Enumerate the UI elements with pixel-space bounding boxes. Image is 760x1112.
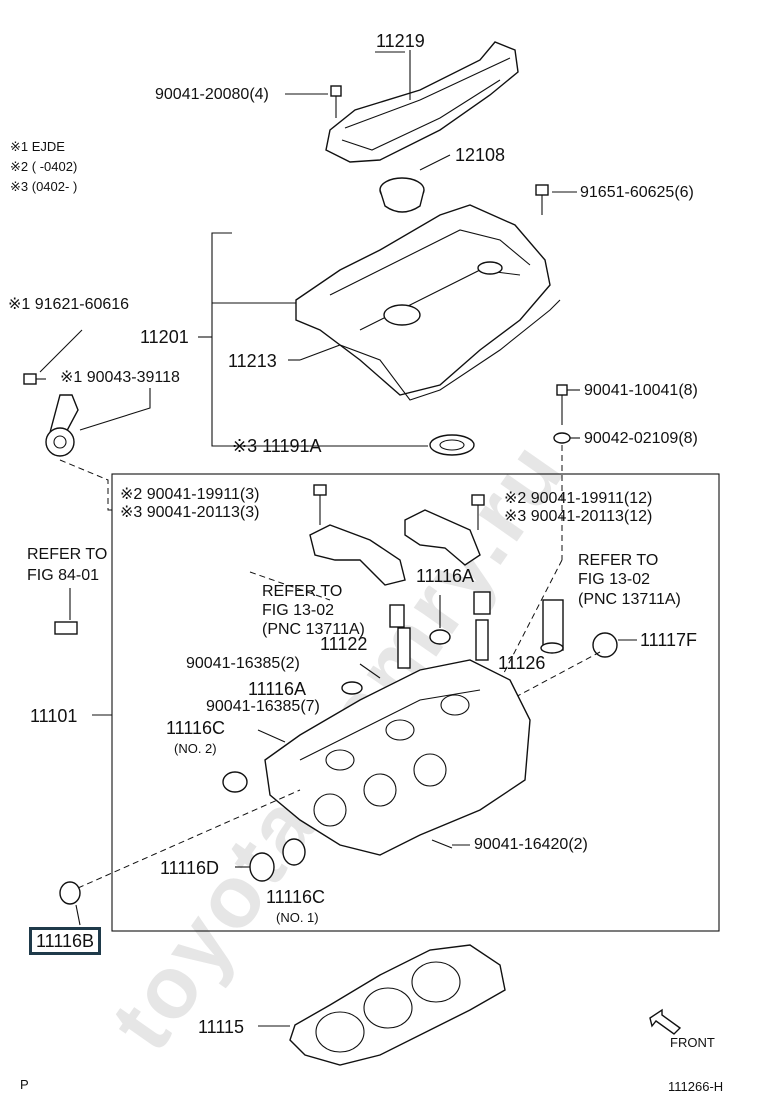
label-11116d[interactable]: 11116D bbox=[160, 858, 220, 878]
seal-11191a bbox=[429, 434, 475, 456]
label-no1: (NO. 1) bbox=[276, 910, 319, 925]
label-11201[interactable]: 11201 bbox=[140, 327, 189, 347]
head-gasket-11115 bbox=[289, 944, 506, 1066]
label-11116b-highlighted[interactable]: 11116B bbox=[29, 927, 102, 955]
bolt-91651-60625 bbox=[535, 184, 549, 215]
label-11116a-top[interactable]: 11116A bbox=[416, 566, 475, 586]
refer-13b-line3: (PNC 13711A) bbox=[578, 591, 681, 608]
label-11191a[interactable]: ※3 11191A bbox=[232, 436, 322, 456]
label-11116a-mid[interactable]: 11116A bbox=[248, 679, 307, 699]
front-label: FRONT bbox=[670, 1035, 715, 1050]
label-90041-16385-2[interactable]: 90041-16385(2) bbox=[186, 655, 300, 672]
label-91651-60625[interactable]: 91651-60625(6) bbox=[580, 184, 694, 201]
label-90041-10041[interactable]: 90041-10041(8) bbox=[584, 382, 698, 399]
label-90041-19911-12[interactable]: ※2 90041-19911(12) bbox=[504, 490, 653, 507]
note-2: ※2 ( -0402) bbox=[10, 159, 78, 174]
refer-13a-line2[interactable]: FIG 13-02 bbox=[262, 602, 335, 619]
bolt-90041-10041 bbox=[556, 384, 568, 425]
camshaft-bearing-cap-left bbox=[309, 524, 406, 586]
label-90042-02109[interactable]: 90042-02109(8) bbox=[584, 430, 698, 447]
valve-guide-parts bbox=[341, 591, 618, 695]
bolt-90041-20080 bbox=[330, 85, 342, 118]
cylinder-head-11101 bbox=[264, 659, 531, 856]
label-11116c-no1[interactable]: 11116C bbox=[266, 887, 326, 907]
label-90041-19911-3[interactable]: ※2 90041-19911(3) bbox=[120, 486, 260, 503]
bracket-90043-39118 bbox=[45, 394, 79, 457]
washer-90042 bbox=[553, 432, 571, 444]
engine-cover-11219 bbox=[325, 41, 519, 163]
label-11122[interactable]: 11122 bbox=[320, 634, 368, 654]
assembly-frame bbox=[111, 473, 720, 932]
refer-13a-line3: (PNC 13711A) bbox=[262, 621, 365, 638]
bracket-11201 bbox=[211, 232, 232, 447]
camshaft-bearing-cap-right bbox=[404, 509, 481, 566]
page-mark: P bbox=[20, 1077, 29, 1092]
plug-11116c-no1 bbox=[282, 838, 306, 866]
label-11126[interactable]: 11126 bbox=[498, 653, 546, 673]
label-12108[interactable]: 12108 bbox=[455, 145, 506, 165]
label-11101[interactable]: 11101 bbox=[30, 706, 78, 726]
label-90041-20080[interactable]: 90041-20080(4) bbox=[155, 86, 269, 103]
oil-cap-12108 bbox=[379, 154, 451, 213]
refer-13b-line2[interactable]: FIG 13-02 bbox=[578, 571, 651, 588]
label-11117f[interactable]: 11117F bbox=[640, 630, 698, 650]
label-11219[interactable]: 11219 bbox=[376, 31, 425, 51]
refer-84-line1: REFER TO bbox=[27, 546, 108, 563]
label-90043-39118[interactable]: ※1 90043-39118 bbox=[60, 369, 180, 386]
label-11213[interactable]: 11213 bbox=[228, 351, 277, 371]
note-3: ※3 (0402- ) bbox=[10, 179, 78, 194]
refer-13b-line1: REFER TO bbox=[578, 552, 659, 569]
label-90041-16385-7[interactable]: 90041-16385(7) bbox=[206, 698, 320, 715]
front-arrow-icon bbox=[649, 1008, 682, 1035]
note-1: ※1 EJDE bbox=[10, 139, 65, 154]
plug-11116b bbox=[59, 881, 81, 905]
refer-part-84 bbox=[54, 621, 78, 635]
label-90041-20113-12[interactable]: ※3 90041-20113(12) bbox=[504, 508, 653, 525]
figure-code: 111266-H bbox=[668, 1079, 724, 1094]
label-11116c-no2[interactable]: 11116C bbox=[166, 718, 226, 738]
label-no2: (NO. 2) bbox=[174, 741, 217, 756]
refer-13a-line1: REFER TO bbox=[262, 583, 343, 600]
plug-11116d bbox=[249, 852, 275, 882]
label-91621-60616[interactable]: ※1 91621-60616 bbox=[8, 296, 130, 313]
refer-84-line2[interactable]: FIG 84-01 bbox=[27, 567, 100, 584]
valve-cover-11201 bbox=[295, 204, 551, 396]
label-11115[interactable]: 11115 bbox=[198, 1017, 245, 1037]
gasket-11213 bbox=[299, 299, 561, 401]
label-90041-16420[interactable]: 90041-16420(2) bbox=[474, 836, 588, 853]
bolt-91621-60616 bbox=[23, 373, 46, 385]
label-90041-20113-3[interactable]: ※3 90041-20113(3) bbox=[120, 504, 260, 521]
plug-11116c-no2 bbox=[222, 771, 248, 793]
